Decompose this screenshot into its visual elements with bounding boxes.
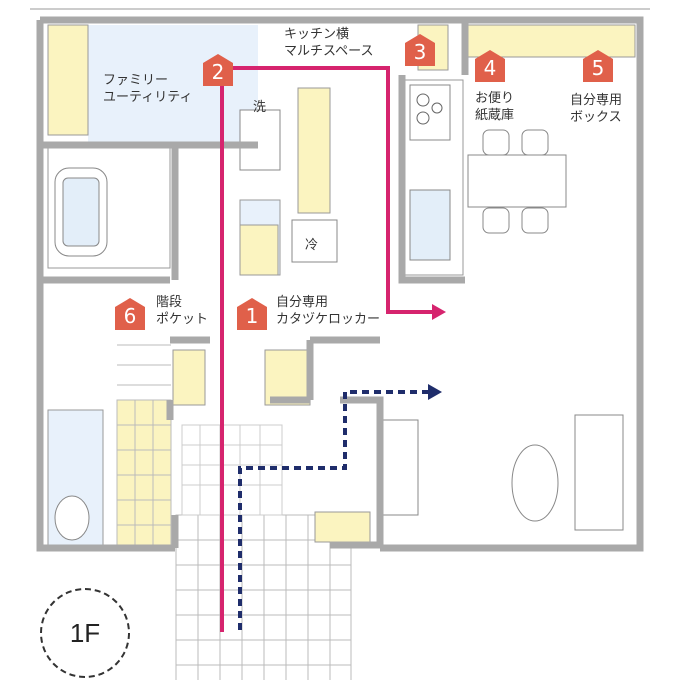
- washer-label: 洗: [253, 100, 267, 115]
- own-box-label: 自分専用ボックス: [570, 93, 623, 125]
- toilet: [54, 495, 90, 541]
- linen-shelf: [239, 224, 279, 276]
- utility-label: ファミリーユーティリティ: [103, 73, 193, 105]
- locker-label: 自分専用カタヅケロッカー: [276, 295, 381, 327]
- route-navy-arrow: [428, 384, 442, 400]
- floor-label: 1F: [40, 588, 130, 678]
- badge-2: 2: [203, 54, 233, 86]
- tidy-locker: [264, 349, 311, 406]
- genkan-tiles: [181, 424, 283, 516]
- sink: [409, 189, 451, 261]
- kitchen-side-storage: [297, 87, 331, 214]
- fridge-label: 冷: [305, 238, 319, 253]
- dining-chairs: [482, 129, 549, 234]
- tv-board: [381, 419, 419, 516]
- walls: [36, 16, 644, 552]
- washing-machine: [239, 109, 281, 171]
- entry-storage: [314, 511, 371, 543]
- mail-storage-label: お便り紙蔵庫: [475, 91, 515, 123]
- living-rug: [511, 444, 559, 522]
- kitchen-space-label: キッチン横マルチスペース: [284, 27, 374, 59]
- refrigerator: [291, 219, 338, 263]
- route-navy: [238, 390, 428, 630]
- stair-pocket-label: 階段ポケット: [156, 295, 209, 327]
- utility-storage: [47, 24, 89, 136]
- dining-table: [467, 154, 567, 208]
- route-pink: [220, 66, 432, 632]
- route-pink-arrow: [432, 304, 446, 320]
- stairs: [116, 344, 172, 549]
- sofa: [574, 414, 624, 531]
- stair-pocket-storage: [172, 349, 206, 406]
